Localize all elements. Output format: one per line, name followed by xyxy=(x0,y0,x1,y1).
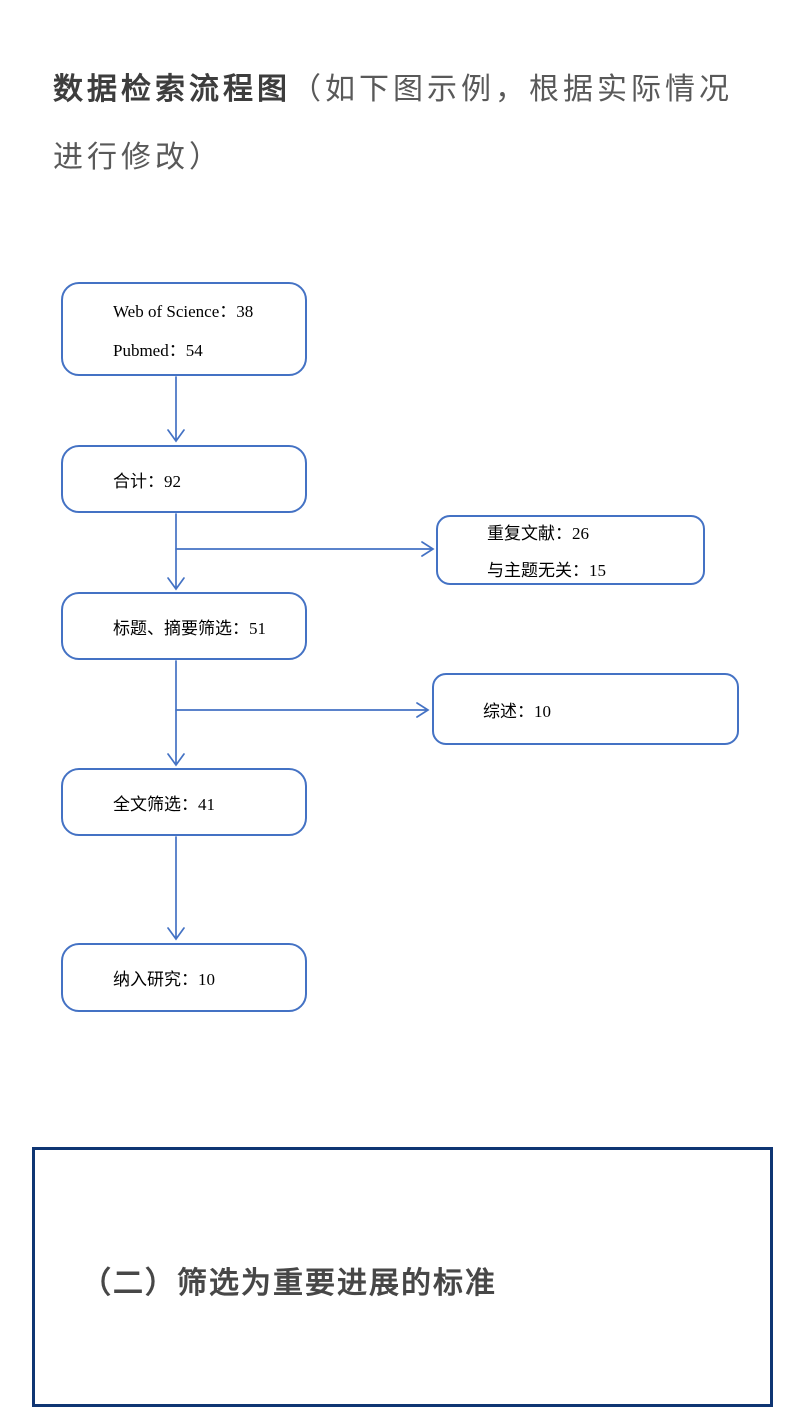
arrow-screen-to-fulltext xyxy=(167,660,185,767)
arrow-branch-reviews xyxy=(175,702,430,718)
arrow-sources-to-total xyxy=(167,376,185,443)
flow-node-included: 纳入研究：10 xyxy=(61,943,307,1012)
flow-node-title-abstract-screen: 标题、摘要筛选：51 xyxy=(61,592,307,660)
flow-node-fulltext-line1: 全文筛选：41 xyxy=(113,794,215,814)
flow-node-included-line1: 纳入研究：10 xyxy=(113,970,215,989)
arrow-branch-duplicates xyxy=(175,541,435,557)
flow-node-sources: Web of Science：38 Pubmed：54 xyxy=(61,282,307,376)
next-section-container: （二）筛选为重要进展的标准 xyxy=(32,1147,773,1407)
flow-node-fulltext-screen: 全文筛选：41 xyxy=(61,768,307,836)
section-heading: （二）筛选为重要进展的标准 xyxy=(81,1267,497,1300)
flow-node-total-line1: 合计：92 xyxy=(113,471,181,491)
flow-node-sources-line2: Pubmed：54 xyxy=(113,341,203,360)
arrow-fulltext-to-included xyxy=(167,836,185,941)
flow-node-excluded1-line2: 与主题无关：15 xyxy=(487,561,606,580)
page-title-bold: 数据检索流程图 xyxy=(53,73,291,106)
flow-node-total: 合计：92 xyxy=(61,445,307,513)
flow-node-excluded-duplicates: 重复文献：26 与主题无关：15 xyxy=(436,515,705,585)
flow-node-screen-line1: 标题、摘要筛选：51 xyxy=(113,618,266,638)
page-title-note: （如下图示例，根据实际情况进行修改） xyxy=(53,73,733,174)
flow-node-excluded-reviews: 综述：10 xyxy=(432,673,739,745)
flow-node-excluded1-line1: 重复文献：26 xyxy=(487,524,589,543)
arrow-total-to-screen xyxy=(167,513,185,591)
flow-node-sources-line1: Web of Science：38 xyxy=(113,302,254,321)
page-title: 数据检索流程图（如下图示例，根据实际情况进行修改） xyxy=(53,56,765,192)
flow-node-excluded2-line1: 综述：10 xyxy=(483,701,551,721)
